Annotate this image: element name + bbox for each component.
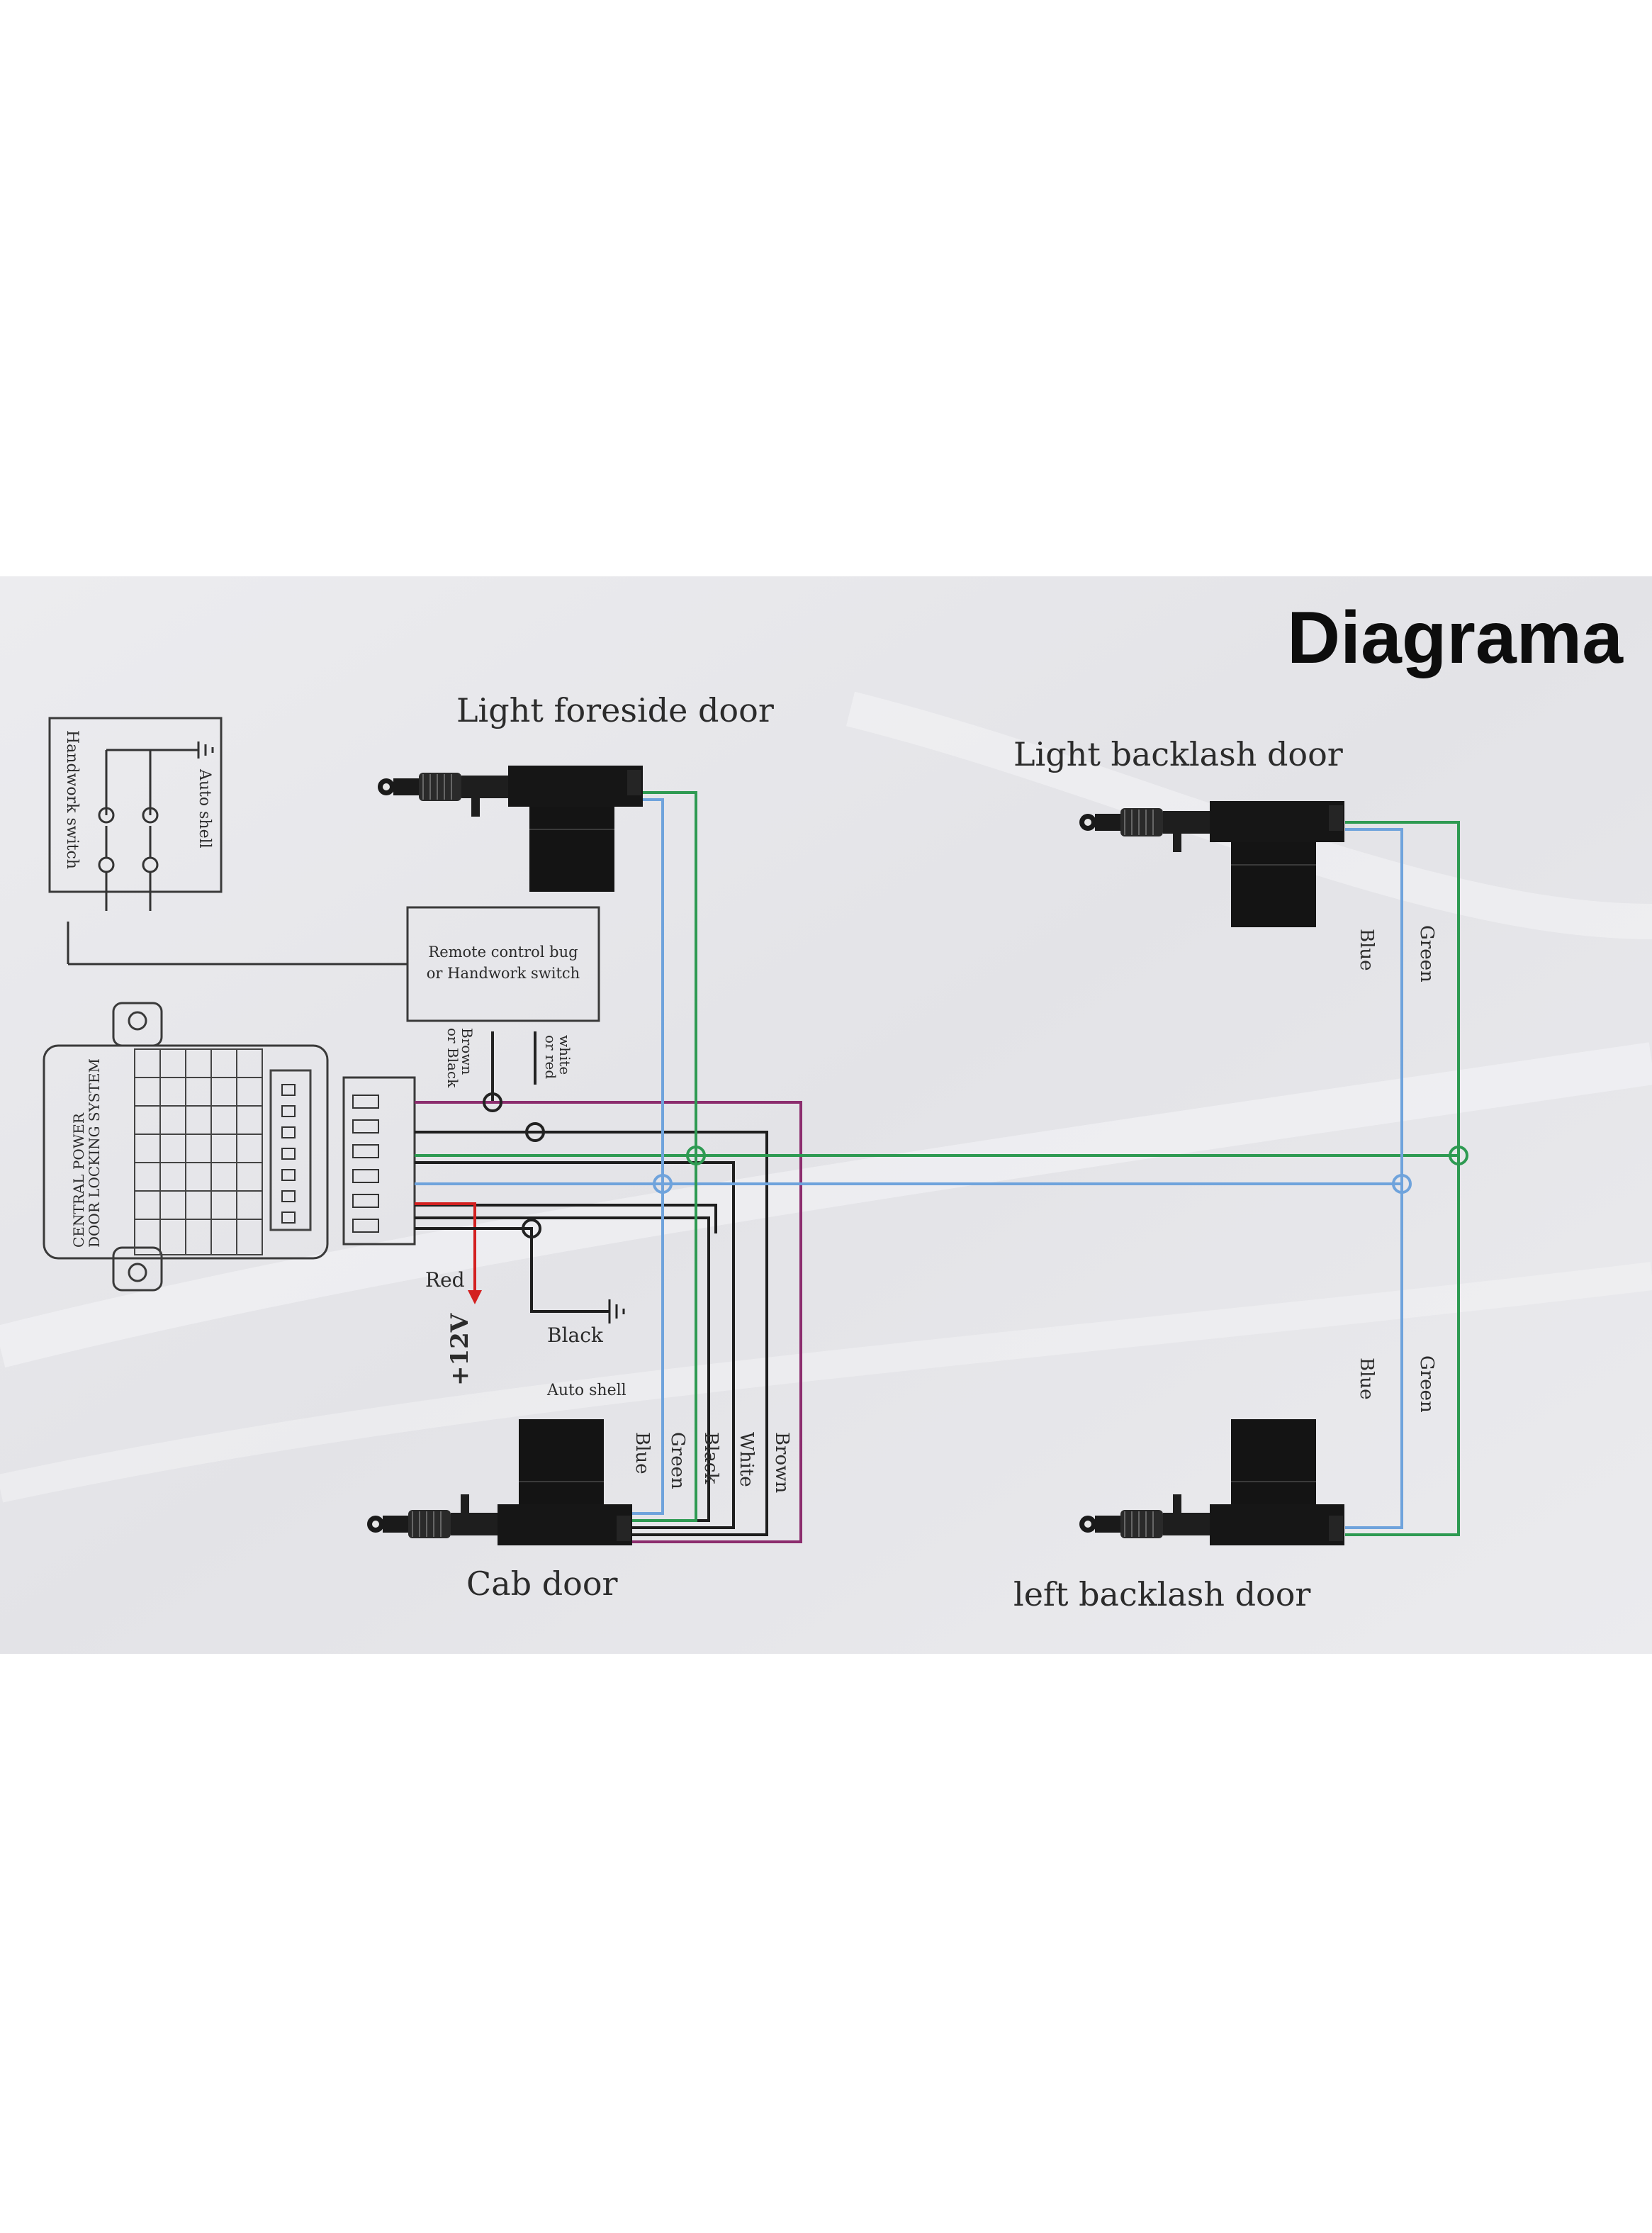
cab-label-blue: Blue bbox=[631, 1432, 653, 1474]
cab-label-black: Black bbox=[700, 1432, 721, 1484]
junction-brown bbox=[483, 1092, 502, 1112]
right-label-blue-bottom: Blue bbox=[1356, 1358, 1377, 1400]
wire-red bbox=[415, 1202, 476, 1290]
handwork-switch-label: Handwork switch bbox=[63, 730, 81, 869]
door-label-left-backlash: left backlash door bbox=[1013, 1575, 1310, 1613]
wire-label-or-black: or Black bbox=[444, 1028, 461, 1088]
wire-brown-purple bbox=[415, 1101, 802, 1543]
central-module-line2: DOOR LOCKING SYSTEM bbox=[86, 1058, 103, 1248]
wire-black-lower bbox=[415, 1204, 717, 1233]
junction-blue-right bbox=[1392, 1174, 1412, 1194]
right-label-green-top: Green bbox=[1416, 925, 1437, 983]
junction-white bbox=[525, 1122, 545, 1142]
wire-green-cab bbox=[624, 791, 697, 1522]
handwork-switch-box: Handwork switch Auto shell bbox=[48, 717, 223, 911]
wire-connector bbox=[342, 1076, 416, 1246]
plus-12v-label: +12V bbox=[446, 1313, 474, 1386]
cab-label-white: White bbox=[736, 1432, 757, 1487]
wire-blue-right bbox=[1345, 828, 1403, 1529]
right-label-green-bottom: Green bbox=[1416, 1355, 1437, 1413]
cab-label-brown: Brown bbox=[771, 1432, 792, 1493]
wire-label-or-red: or red bbox=[542, 1035, 559, 1079]
junction-green-left bbox=[686, 1146, 706, 1165]
right-label-blue-top: Blue bbox=[1356, 929, 1377, 971]
wire-label-red: Red bbox=[425, 1268, 465, 1292]
remote-control-line2: or Handwork switch bbox=[427, 965, 580, 982]
central-locking-module: CENTRAL POWER DOOR LOCKING SYSTEM bbox=[43, 1002, 329, 1292]
diagram-title: Diagrama bbox=[1287, 597, 1624, 679]
wire-blue-cab bbox=[624, 798, 664, 1515]
wire-label-black: Black bbox=[547, 1323, 604, 1347]
wire-green-right bbox=[1345, 821, 1460, 1536]
junction-ground bbox=[522, 1219, 541, 1238]
wire-label-brown: Brown bbox=[459, 1028, 476, 1075]
wire-ground bbox=[415, 1227, 609, 1313]
door-label-light-backlash: Light backlash door bbox=[1013, 735, 1343, 773]
remote-control-box: Remote control bug or Handwork switch bbox=[406, 906, 600, 1022]
red-arrow bbox=[468, 1290, 482, 1304]
junction-green-right bbox=[1449, 1146, 1468, 1165]
junction-blue-left bbox=[653, 1174, 673, 1194]
wire-white bbox=[415, 1131, 768, 1536]
door-label-light-foreside: Light foreside door bbox=[456, 691, 774, 729]
wire-label-auto-shell: Auto shell bbox=[546, 1382, 626, 1399]
wire-black bbox=[415, 1161, 735, 1529]
remote-control-line1: Remote control bug bbox=[428, 944, 578, 961]
wire-label-white: white bbox=[556, 1035, 573, 1075]
auto-shell-top-label: Auto shell bbox=[196, 768, 213, 849]
door-label-cab: Cab door bbox=[466, 1565, 618, 1603]
central-module-line1: CENTRAL POWER bbox=[70, 1112, 87, 1248]
cab-label-green: Green bbox=[667, 1432, 688, 1489]
